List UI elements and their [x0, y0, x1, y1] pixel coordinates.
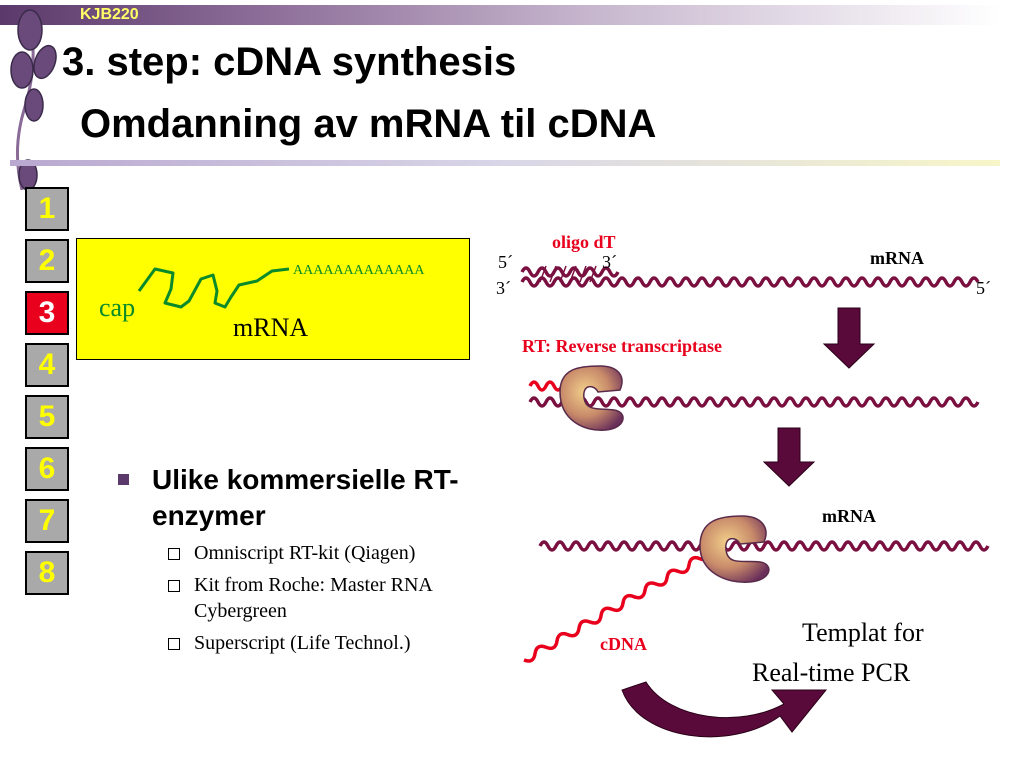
step-button-4[interactable]: 4 [25, 343, 69, 387]
down-arrow-icon [822, 307, 876, 369]
decorative-beads-icon [10, 9, 57, 190]
hollow-square-bullet-icon [168, 638, 180, 650]
step-button-3[interactable]: 3 [25, 291, 69, 335]
step-button-1[interactable]: 1 [25, 187, 69, 231]
step-button-5[interactable]: 5 [25, 395, 69, 439]
templat-label-line2: Real-time PCR [752, 658, 911, 687]
oligo-dt-label: oligo dT [552, 232, 616, 252]
mrna-wave-top [520, 266, 980, 288]
mrna-strand [538, 540, 990, 552]
curved-arrow-icon [621, 681, 828, 738]
mrna-strand [528, 396, 980, 408]
header-bar [0, 5, 1000, 25]
slide-title: 3. step: cDNA synthesis [62, 40, 517, 84]
sub-bullet: Kit from Roche: Master RNA Cybergreen [118, 572, 518, 624]
mrna-label: mRNA [233, 313, 309, 342]
enzyme-icon [559, 365, 624, 431]
rt-enzyme-label: RT: Reverse transcriptase [522, 336, 722, 356]
down-arrow-icon [762, 427, 816, 487]
templat-label-line1: Templat for [802, 618, 924, 647]
course-code: KJB220 [80, 6, 139, 23]
mrna-illustration-box: cap AAAAAAAAAAAAA mRNA [76, 238, 470, 360]
hollow-square-bullet-icon [168, 548, 180, 560]
step-button-7[interactable]: 7 [25, 499, 69, 543]
mrna-wave-bottom [523, 540, 990, 663]
oligo-dt-strand [520, 266, 620, 278]
sub-bullet: Superscript (Life Technol.) [118, 630, 518, 656]
bullet-main: Ulike kommersielle RT-enzymer [118, 462, 518, 534]
step-button-2[interactable]: 2 [25, 239, 69, 283]
oligo-dt-hatch-icon [539, 265, 597, 283]
three-prime-left-label: 3´ [496, 278, 511, 298]
hollow-square-bullet-icon [168, 580, 180, 592]
polya-tail-label: AAAAAAAAAAAAA [293, 263, 425, 278]
cdna-strand [523, 543, 723, 663]
five-prime-left-label: 5´ [498, 252, 513, 272]
mrna-bottom-label: mRNA [822, 506, 876, 526]
cdna-label: cDNA [600, 634, 647, 654]
step-button-8[interactable]: 8 [25, 551, 69, 595]
five-prime-right-label: 5´ [976, 278, 991, 298]
step-navigation: 1 2 3 4 5 6 7 8 [25, 187, 69, 603]
step-button-6[interactable]: 6 [25, 447, 69, 491]
title-divider [10, 160, 1000, 166]
square-bullet-icon [118, 474, 129, 485]
mrna-top-label: mRNA [870, 248, 924, 268]
mrna-strand [520, 276, 980, 288]
bullet-list: Ulike kommersielle RT-enzymer Omniscript… [118, 462, 518, 656]
enzyme-icon [699, 515, 770, 583]
sub-bullet: Omniscript RT-kit (Qiagen) [118, 540, 518, 566]
slide-subtitle: Omdanning av mRNA til cDNA [80, 102, 657, 146]
mrna-strand-icon [137, 267, 290, 309]
cap-label: cap [99, 293, 136, 322]
three-prime-oligo-label: 3´ [602, 252, 617, 272]
